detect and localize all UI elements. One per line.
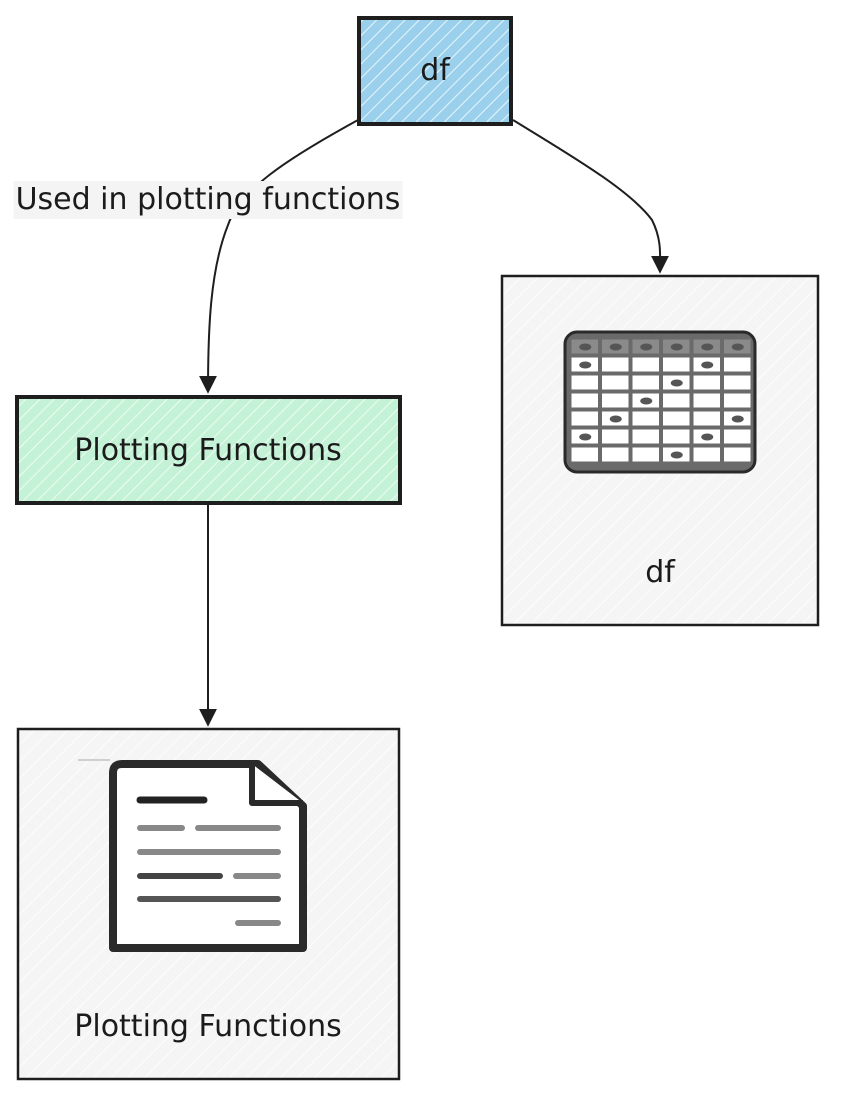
- table-icon: [563, 330, 757, 474]
- node-plotting-functions[interactable]: [15, 395, 402, 505]
- node-df-card-label: df: [645, 555, 675, 590]
- edge-df-to-card: [512, 119, 670, 274]
- document-icon: [109, 760, 307, 952]
- node-plotting-functions-label: Plotting Functions: [74, 433, 342, 468]
- node-plotting-card-label: Plotting Functions: [74, 1009, 342, 1044]
- node-df-top[interactable]: [357, 16, 513, 126]
- edge-df-to-plotting: [199, 119, 359, 394]
- node-df-top-label: df: [420, 53, 450, 88]
- edge-df-to-plotting-label: Used in plotting functions: [13, 181, 403, 219]
